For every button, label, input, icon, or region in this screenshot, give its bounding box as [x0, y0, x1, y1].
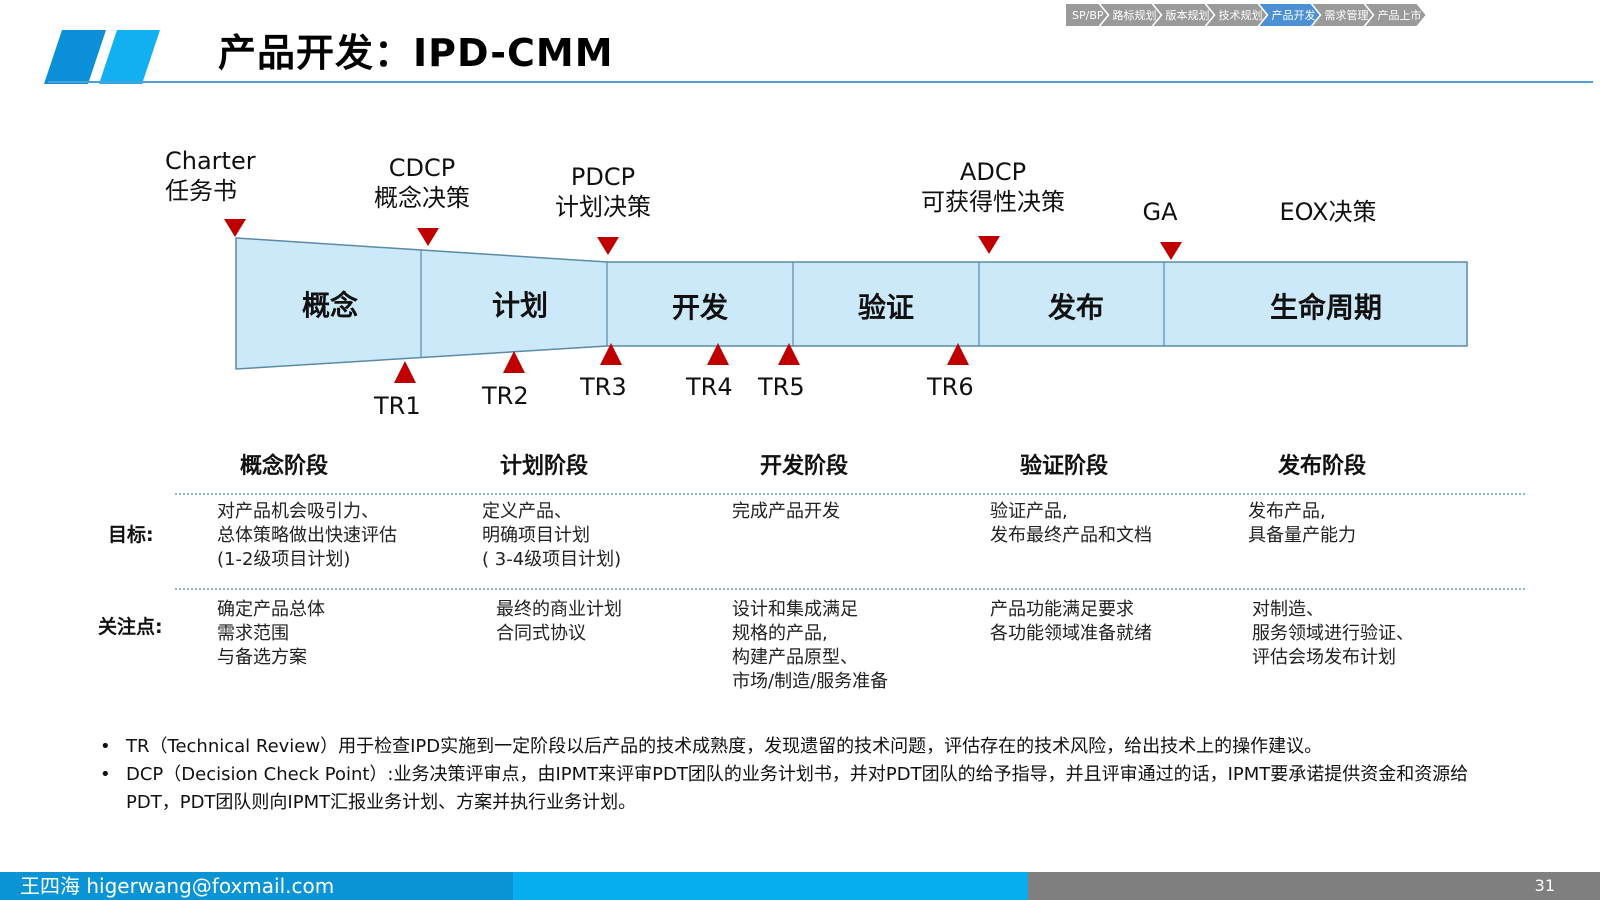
goal-cell-release: 发布产品, 具备量产能力	[1248, 501, 1356, 546]
nav-step-roadmap[interactable]: 路标规划	[1101, 4, 1161, 26]
dcp-charter-label: Charter 任务书	[165, 146, 256, 206]
goal-cell-develop: 完成产品开发	[732, 501, 840, 522]
nav-step-sp-bp[interactable]: SP/BP	[1066, 4, 1108, 26]
tr3-label: TR3	[580, 373, 627, 401]
logo-stripes-icon	[44, 30, 160, 84]
bullet-icon: •	[100, 764, 111, 785]
nav-step-requirements[interactable]: 需求管理	[1313, 4, 1373, 26]
focus-cell-release: 对制造、 服务领域进行验证、 评估会场发布计划	[1252, 599, 1414, 668]
note-tr: • TR（Technical Review）用于检查IPD实施到一定阶段以后产品…	[100, 733, 1520, 761]
focus-cell-verify: 产品功能满足要求 各功能领域准备就绪	[990, 599, 1152, 644]
dcp-pdcp-label: PDCP 计划决策	[543, 162, 663, 222]
notes-list: • TR（Technical Review）用于检查IPD实施到一定阶段以后产品…	[100, 733, 1520, 817]
nav-step-version-planning[interactable]: 版本规划	[1154, 4, 1214, 26]
goal-cell-verify: 验证产品, 发布最终产品和文档	[990, 501, 1152, 546]
focus-cell-concept: 确定产品总体 需求范围 与备选方案	[217, 599, 325, 668]
dcp-ga-label: GA	[1130, 197, 1190, 227]
dcp-charter-code: Charter	[165, 147, 256, 175]
row-divider	[175, 588, 1525, 590]
goal-cell-plan: 定义产品、 明确项目计划 ( 3-4级项目计划)	[482, 501, 622, 570]
tr2-label: TR2	[482, 382, 529, 410]
note-dcp: • DCP（Decision Check Point）:业务决策评审点，由IPM…	[100, 761, 1520, 817]
dcp-adcp-label: ADCP 可获得性决策	[908, 157, 1078, 217]
focus-cell-plan: 最终的商业计划 合同式协议	[496, 599, 622, 644]
dcp-cdcp-code: CDCP	[388, 154, 456, 182]
footer-author: 王四海 higerwang@foxmail.com	[0, 872, 513, 900]
col-head-develop: 开发阶段	[760, 454, 849, 479]
dcp-cdcp-name: 概念决策	[374, 184, 470, 212]
tr1-label: TR1	[374, 392, 421, 420]
focus-cell-develop: 设计和集成满足 规格的产品, 构建产品原型、 市场/制造/服务准备	[732, 599, 889, 692]
bullet-icon: •	[100, 736, 111, 757]
phase-plan: 计划	[491, 289, 548, 322]
phase-lifecycle: 生命周期	[1269, 291, 1382, 324]
col-head-verify: 验证阶段	[1020, 454, 1109, 479]
dcp-adcp-name: 可获得性决策	[921, 188, 1065, 216]
dcp-pdcp-code: PDCP	[570, 163, 636, 191]
tr6-marker-icon	[947, 343, 969, 365]
row-label-goals: 目标:	[108, 524, 154, 546]
col-head-concept: 概念阶段	[240, 454, 329, 479]
dcp-eox-name: EOX决策	[1279, 198, 1377, 226]
process-breadcrumb: SP/BP 路标规划 版本规划 技术规划 产品开发 需求管理 产品上市	[1066, 4, 1426, 26]
phase-verify: 验证	[857, 291, 914, 324]
goal-cell-concept: 对产品机会吸引力、 总体策略做出快速评估 (1-2级项目计划)	[217, 501, 397, 570]
phase-release: 发布	[1047, 291, 1104, 324]
phase-develop: 开发	[671, 291, 728, 324]
phase-concept: 概念	[301, 289, 358, 322]
dcp-eox-label: EOX决策	[1258, 197, 1398, 227]
ipd-phase-diagram: 概念 计划 开发 验证 发布 生命周期 Charter 任务书 CDCP 概念决…	[0, 0, 1600, 430]
tr4-marker-icon	[707, 343, 729, 365]
tr1-marker-icon	[394, 361, 416, 383]
tr3-marker-icon	[600, 343, 622, 365]
tr5-marker-icon	[778, 343, 800, 365]
footer-bar: 王四海 higerwang@foxmail.com 31	[0, 872, 1600, 900]
col-head-release: 发布阶段	[1278, 454, 1367, 479]
tr6-label: TR6	[927, 373, 974, 401]
row-label-focus: 关注点:	[98, 616, 163, 638]
tr2-marker-icon	[503, 351, 525, 373]
col-head-plan: 计划阶段	[500, 454, 589, 479]
dcp-ga-marker-icon	[1160, 242, 1182, 260]
dcp-adcp-code: ADCP	[959, 158, 1027, 186]
dcp-charter-marker-icon	[224, 219, 246, 237]
note-tr-text: TR（Technical Review）用于检查IPD实施到一定阶段以后产品的技…	[126, 736, 1323, 757]
dcp-pdcp-name: 计划决策	[555, 193, 651, 221]
note-dcp-text: DCP（Decision Check Point）:业务决策评审点，由IPMT来…	[126, 764, 1469, 813]
nav-step-launch[interactable]: 产品上市	[1366, 4, 1426, 26]
phase-funnel	[235, 237, 1468, 370]
dcp-cdcp-marker-icon	[417, 228, 439, 246]
nav-step-tech-planning[interactable]: 技术规划	[1207, 4, 1267, 26]
header-divider	[48, 81, 1593, 83]
dcp-pdcp-marker-icon	[597, 237, 619, 255]
dcp-charter-name: 任务书	[165, 177, 237, 205]
dcp-cdcp-label: CDCP 概念决策	[362, 153, 482, 213]
dcp-ga-code: GA	[1142, 198, 1178, 226]
nav-step-product-development[interactable]: 产品开发	[1260, 4, 1320, 26]
page-title: 产品开发：IPD-CMM	[218, 31, 614, 75]
row-divider	[175, 493, 1525, 495]
footer-accent	[513, 872, 1028, 900]
dcp-adcp-marker-icon	[978, 236, 1000, 254]
page-number: 31	[1028, 872, 1600, 900]
tr4-label: TR4	[686, 373, 733, 401]
tr5-label: TR5	[758, 373, 805, 401]
